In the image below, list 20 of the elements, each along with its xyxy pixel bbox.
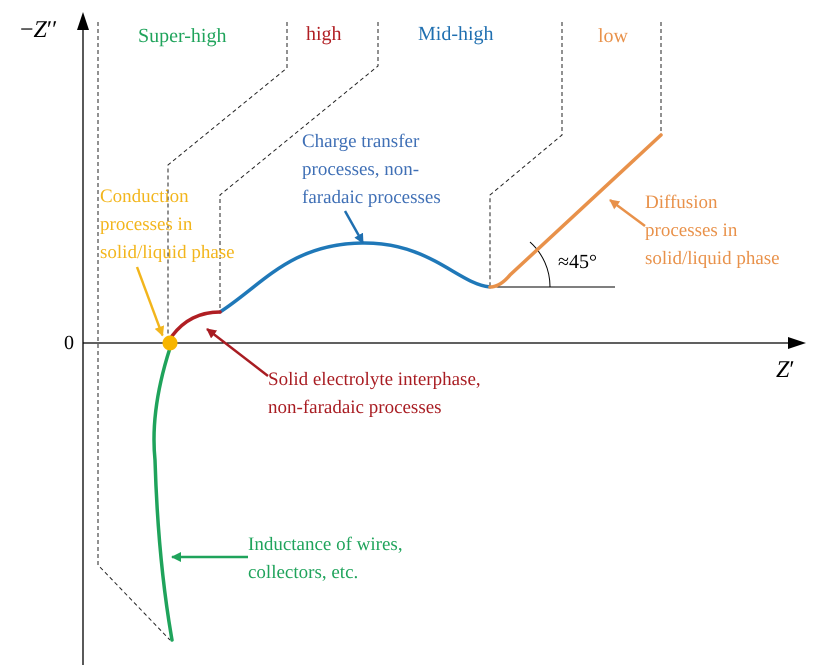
axis-label: −Z′′ xyxy=(20,18,58,42)
high-frequency-arc xyxy=(170,310,222,338)
leader-arrow xyxy=(344,210,364,244)
angle-label: ≈45° xyxy=(558,250,597,274)
annotation-text: Diffusion processes in solid/liquid phase xyxy=(645,189,795,273)
intercept-dot xyxy=(162,336,178,350)
frequency-region-label: Super-high xyxy=(138,24,226,48)
leader-arrow xyxy=(609,199,646,227)
frequency-region-label: Mid-high xyxy=(418,22,494,46)
axis-label: Z′ xyxy=(776,358,795,382)
frequency-region-label: high xyxy=(306,22,342,46)
leader-arrow xyxy=(136,266,164,336)
annotation-text: Inductance of wires, collectors, etc. xyxy=(248,531,468,587)
leader-arrow xyxy=(171,552,248,562)
leader-arrow xyxy=(206,328,269,377)
annotation-text: Conduction processes in solid/liquid phase xyxy=(100,183,250,267)
frequency-region-label: low xyxy=(598,24,628,48)
annotation-text: Solid electrolyte interphase, non-faradaic processes xyxy=(268,366,503,422)
axis-tick-label: 0 xyxy=(64,331,74,355)
annotation-text: Charge transfer processes, non-faradaic processes xyxy=(302,128,462,212)
